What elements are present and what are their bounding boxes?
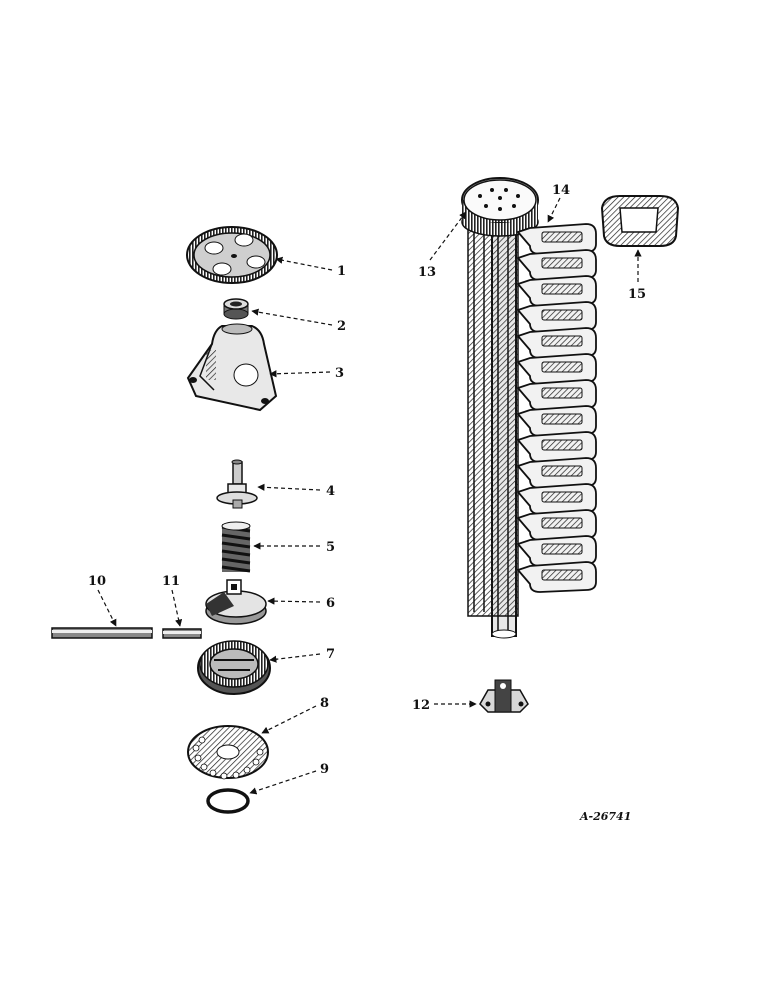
finger-loop-opening	[541, 439, 583, 451]
callout-8: 8	[320, 696, 329, 711]
part-3-housing	[186, 323, 278, 412]
finger-loop-opening	[541, 517, 583, 529]
callout-12: 12	[412, 698, 430, 713]
callout-5: 5	[326, 540, 335, 555]
callout-7: 7	[326, 647, 335, 662]
finger-loop-opening	[541, 309, 583, 321]
finger-loop-opening	[541, 413, 583, 425]
finger-loop-opening	[541, 465, 583, 477]
callout-11: 11	[162, 574, 180, 589]
callout-10: 10	[88, 574, 106, 589]
part-14-fingers	[516, 223, 597, 593]
finger-loop-opening	[541, 569, 583, 581]
part-5-spring	[221, 521, 251, 573]
part-9-ring	[206, 788, 250, 814]
part-6-cam	[205, 579, 267, 625]
part-2-bushing	[223, 298, 249, 320]
finger-loop-opening	[541, 387, 583, 399]
callout-13: 13	[418, 265, 436, 280]
callout-6: 6	[326, 596, 335, 611]
callout-9: 9	[320, 762, 329, 777]
callout-14: 14	[552, 183, 570, 198]
callout-3: 3	[335, 366, 344, 381]
callout-4: 4	[326, 484, 335, 499]
callout-2: 2	[337, 319, 346, 334]
finger-loop-opening	[541, 283, 583, 295]
callout-1: 1	[337, 264, 346, 279]
part-1-sprocket	[186, 226, 278, 284]
part-13-finger-column	[461, 177, 539, 639]
part-8-plate	[187, 725, 269, 780]
part-11-short-pin	[162, 628, 202, 639]
callout-15: 15	[628, 287, 646, 302]
part-12-bracket	[479, 679, 529, 713]
reference-code: A-26741	[579, 810, 631, 823]
finger-loop-opening	[541, 491, 583, 503]
finger-loop-opening	[541, 543, 583, 555]
part-7-cup-gear	[197, 640, 271, 695]
finger-loop-opening	[541, 361, 583, 373]
finger-loop-opening	[541, 231, 583, 243]
part-15-guide	[600, 195, 680, 247]
finger-loop-opening	[541, 335, 583, 347]
part-10-long-pin	[51, 627, 153, 639]
part-4-shaft	[216, 459, 258, 509]
finger-loop-opening	[541, 257, 583, 269]
